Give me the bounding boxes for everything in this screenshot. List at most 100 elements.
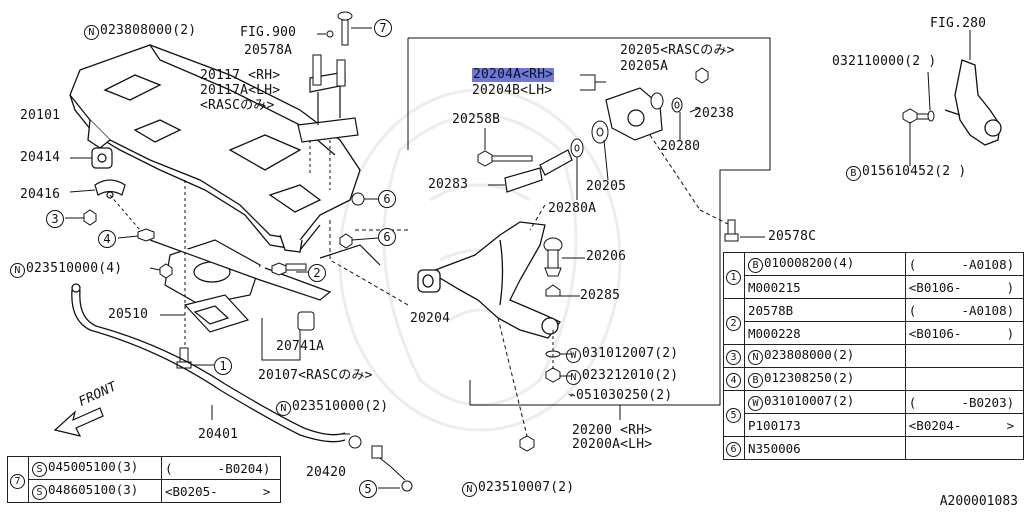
nut-023510007[interactable] (519, 435, 535, 452)
row5-b-part[interactable]: P100173 (744, 413, 906, 437)
shaft-20283[interactable] (504, 149, 573, 193)
label-20578C[interactable]: 20578C (768, 229, 817, 244)
label-20283[interactable]: 20283 (428, 177, 469, 192)
label-20416[interactable]: 20416 (20, 187, 61, 202)
label-20205[interactable]: 20205 (586, 179, 627, 194)
label-20414[interactable]: 20414 (20, 150, 61, 165)
bushing-20741A[interactable] (297, 311, 315, 331)
label-20401[interactable]: 20401 (198, 427, 239, 442)
bolt-20258B[interactable] (477, 150, 533, 167)
row2-a-part[interactable]: 20578B (744, 298, 906, 322)
label-20101[interactable]: 20101 (20, 108, 61, 123)
washer-20280A[interactable] (570, 138, 584, 158)
label-051030250[interactable]: ⌁051030250(2) (568, 388, 673, 403)
stabilizer-bar-20401[interactable] (71, 283, 346, 443)
label-20117-rasc[interactable]: <RASCのみ> (200, 98, 275, 113)
arm-group-frame (408, 37, 771, 406)
bracket-20117[interactable] (297, 71, 359, 143)
label-20107[interactable]: 20107<RASCのみ> (258, 368, 373, 383)
label-20205-rasc[interactable]: 20205<RASCのみ> (620, 43, 735, 58)
label-20420[interactable]: 20420 (306, 465, 347, 480)
label-20258B[interactable]: 20258B (452, 112, 501, 127)
callout-4[interactable]: 4 (98, 230, 116, 248)
bushing-20414[interactable] (91, 147, 113, 169)
label-20578A[interactable]: 20578A (244, 43, 293, 58)
bolt-2[interactable] (271, 262, 307, 276)
control-arm-20200[interactable] (417, 221, 562, 339)
row2-b-range: <B0106- ) (904, 321, 1024, 345)
label-20741A[interactable]: 20741A (276, 339, 325, 354)
bolt-20578A[interactable] (312, 11, 353, 87)
bolt-4[interactable] (137, 228, 155, 242)
washer-20205A[interactable] (650, 92, 683, 113)
bushing-20204A[interactable] (605, 87, 663, 141)
callout-7-top[interactable]: 7 (374, 19, 392, 37)
row2-b-part[interactable]: M000228 (744, 321, 906, 345)
label-20205A[interactable]: 20205A (620, 59, 669, 74)
row6-part[interactable]: N350006 (744, 436, 906, 460)
nut-20238[interactable] (695, 67, 709, 84)
bolt-20578C[interactable] (724, 219, 739, 242)
nut-023510000[interactable] (159, 263, 173, 279)
row5-a-range: ( -B0203) (904, 390, 1024, 414)
callout-6-bottom[interactable]: 6 (378, 228, 396, 246)
label-20285[interactable]: 20285 (580, 288, 621, 303)
prefix-n: N (84, 25, 99, 40)
table7-row2-range: <B0205- > (161, 479, 281, 503)
label-20204[interactable]: 20204 (410, 311, 451, 326)
label-20280A[interactable]: 20280A (548, 201, 597, 216)
row5-b-range: <B0204- > (904, 413, 1024, 437)
table7-row1-range: ( -B0204) (161, 456, 281, 480)
callout-1[interactable]: 1 (214, 357, 232, 375)
label-20117a-lh[interactable]: 20117A<LH> (200, 83, 281, 98)
stabilizer-link-20420[interactable] (348, 435, 413, 492)
callout-3[interactable]: 3 (46, 210, 64, 228)
label-20206[interactable]: 20206 (586, 249, 627, 264)
row2-a-range: ( -A0108) (904, 298, 1024, 322)
label-20238[interactable]: 20238 (694, 106, 735, 121)
washer-20205[interactable] (591, 120, 609, 144)
label-fig280[interactable]: FIG.280 (930, 16, 987, 31)
label-fig900[interactable]: FIG.900 (240, 25, 297, 40)
knuckle-fig280[interactable] (944, 59, 1002, 146)
label-20510[interactable]: 20510 (108, 307, 149, 322)
ball-joint-20206[interactable] (543, 237, 563, 277)
label-20117-rh[interactable]: 20117 <RH> (200, 68, 281, 83)
label-20204B-lh[interactable]: 20204B<LH> (472, 83, 553, 98)
label-20204A-rh[interactable]: 20204A<RH> (472, 67, 555, 82)
label-20200-rh[interactable]: 20200 <RH> (572, 423, 653, 438)
nut-3[interactable] (83, 209, 97, 226)
row1-b-part[interactable]: M000215 (744, 275, 906, 299)
plate-20107[interactable] (149, 239, 381, 306)
boot-20285[interactable] (545, 284, 561, 297)
bolt-015610452[interactable] (902, 108, 935, 124)
label-20200a-lh[interactable]: 20200A<LH> (572, 437, 653, 452)
callout-5[interactable]: 5 (359, 480, 377, 498)
diagram-code: A200001083 (939, 494, 1018, 509)
label-20280[interactable]: 20280 (660, 139, 701, 154)
callout-2[interactable]: 2 (308, 264, 326, 282)
nut-6[interactable] (339, 192, 365, 249)
front-arrow (53, 407, 104, 437)
bracket-20510[interactable] (183, 294, 250, 333)
label-032110000[interactable]: 032110000(2 ) (832, 54, 937, 69)
ref-7: 7 (10, 473, 25, 489)
callout-6-top[interactable]: 6 (378, 190, 396, 208)
row1-b-range: <B0106- ) (904, 275, 1024, 299)
